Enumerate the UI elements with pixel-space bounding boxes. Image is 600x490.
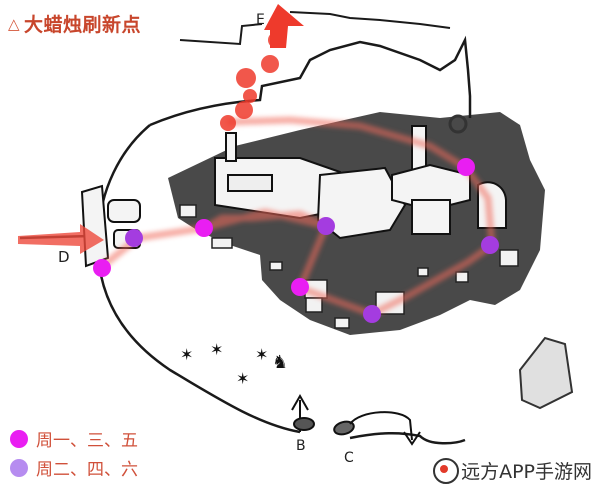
candle-spot-mwf (93, 259, 111, 277)
north-boundary-line (149, 35, 472, 127)
candle-spots-mwf (93, 158, 475, 296)
top-edge-line (179, 11, 451, 46)
legend-dot-tts (10, 458, 28, 477)
candle-spot-mwf (195, 219, 213, 237)
candle-spot-mwf (291, 278, 309, 296)
candle-spot-tts (317, 217, 335, 235)
bottom-exit-markers (291, 393, 421, 446)
legend-item-mwf: 周一、三、五 (10, 426, 210, 451)
svg-text:✶: ✶ (236, 369, 249, 388)
map-letter-e: E (256, 12, 265, 28)
candle-spot-tts (481, 236, 499, 254)
exit-route-arrows (220, 4, 304, 131)
svg-text:✶: ✶ (210, 340, 223, 359)
legend-label-tts: 周二、四、六 (36, 460, 138, 480)
ruined-building (518, 336, 574, 410)
creature-icons: ✶ ✶ ✶ ✶ ♞ (180, 340, 288, 388)
candle-spots-tts (125, 217, 499, 323)
map-title: △ 大蜡烛刷新点 (8, 10, 141, 37)
legend-dot-mwf (10, 429, 28, 448)
watermark-text: 远方APP手游网 (461, 461, 592, 483)
svg-text:✶: ✶ (180, 345, 193, 364)
watermark: 远方APP手游网 (429, 455, 596, 486)
candle-spot-mwf (457, 158, 475, 176)
title-text: 大蜡烛刷新点 (24, 14, 142, 36)
candle-route (96, 116, 496, 318)
watermark-logo-icon (433, 457, 460, 484)
candle-spot-tts (363, 305, 381, 323)
entry-arrow (18, 224, 104, 254)
left-tower (80, 184, 141, 268)
map-letter-b: B (296, 438, 306, 454)
legend-label-mwf: 周一、三、五 (36, 431, 138, 451)
map-letter-c: C (344, 450, 354, 466)
svg-text:✶: ✶ (255, 345, 268, 364)
gear-icon (448, 114, 468, 134)
candle-spot-tts (125, 229, 143, 247)
factory-building (214, 125, 507, 240)
svg-text:♞: ♞ (272, 352, 288, 373)
title-marker: △ (8, 14, 21, 33)
map-letter-d: D (58, 248, 70, 266)
legend-item-tts: 周二、四、六 (10, 455, 210, 480)
